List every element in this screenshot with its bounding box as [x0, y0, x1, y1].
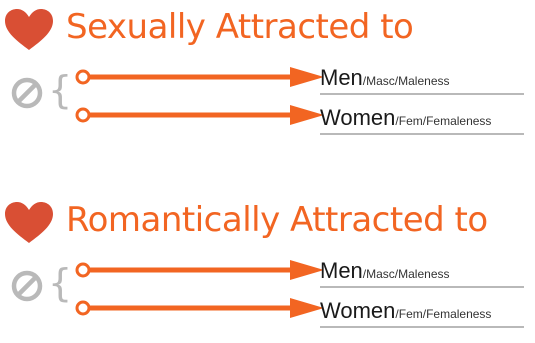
option-sublabel: /Fem/Femaleness	[395, 114, 492, 128]
null-circle-icon[interactable]	[10, 269, 44, 303]
null-circle-icon[interactable]	[10, 76, 44, 110]
brace-icon: {	[48, 68, 73, 112]
women-arrow[interactable]	[74, 296, 324, 320]
heart-icon	[5, 202, 53, 243]
option-sublabel: /Fem/Femaleness	[395, 307, 492, 321]
option-label: Men	[320, 258, 363, 283]
men-arrow[interactable]	[74, 65, 324, 89]
brace-icon: {	[48, 261, 73, 305]
option-label: Women	[320, 105, 396, 130]
men-arrow[interactable]	[74, 258, 324, 282]
option-men[interactable]: Men/Masc/Maleness	[320, 63, 524, 95]
heart-icon	[5, 9, 53, 50]
romantic-attraction-section: Romantically Attracted to { Men/Masc/Mal…	[0, 193, 535, 343]
option-label: Women	[320, 298, 396, 323]
option-women[interactable]: Women/Fem/Femaleness	[320, 103, 524, 135]
option-sublabel: /Masc/Maleness	[362, 74, 450, 88]
option-sublabel: /Masc/Maleness	[362, 267, 450, 281]
sexual-attraction-section: Sexually Attracted to { Men/Masc/Malenes…	[0, 0, 535, 150]
option-men[interactable]: Men/Masc/Maleness	[320, 256, 524, 288]
option-label: Men	[320, 65, 363, 90]
option-women[interactable]: Women/Fem/Femaleness	[320, 296, 524, 328]
section-title: Romantically Attracted to	[66, 200, 488, 240]
section-title: Sexually Attracted to	[66, 7, 414, 47]
women-arrow[interactable]	[74, 103, 324, 127]
